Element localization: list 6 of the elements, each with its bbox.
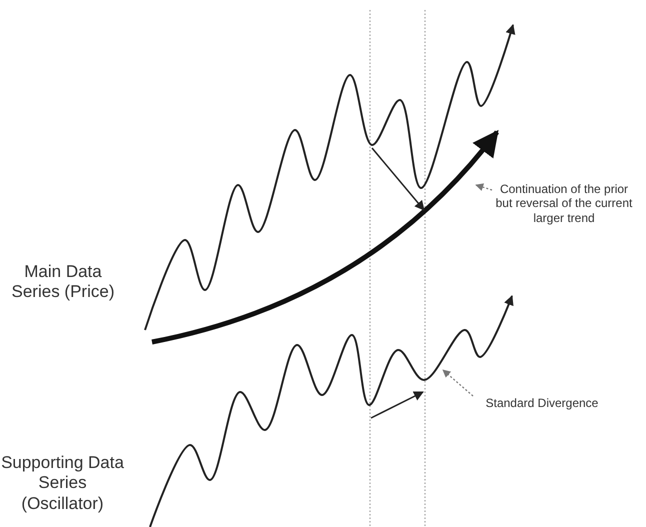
leader-line: [442, 369, 474, 396]
leader-line: [475, 183, 492, 191]
series-label: Main Data Series (Price): [10, 262, 116, 303]
annotation-text: Continuation of the prior but reversal of the current larger trend: [494, 182, 634, 226]
series-label: Supporting Data Series (Oscillator): [0, 453, 125, 514]
annotation-text: Standard Divergence: [484, 396, 600, 410]
